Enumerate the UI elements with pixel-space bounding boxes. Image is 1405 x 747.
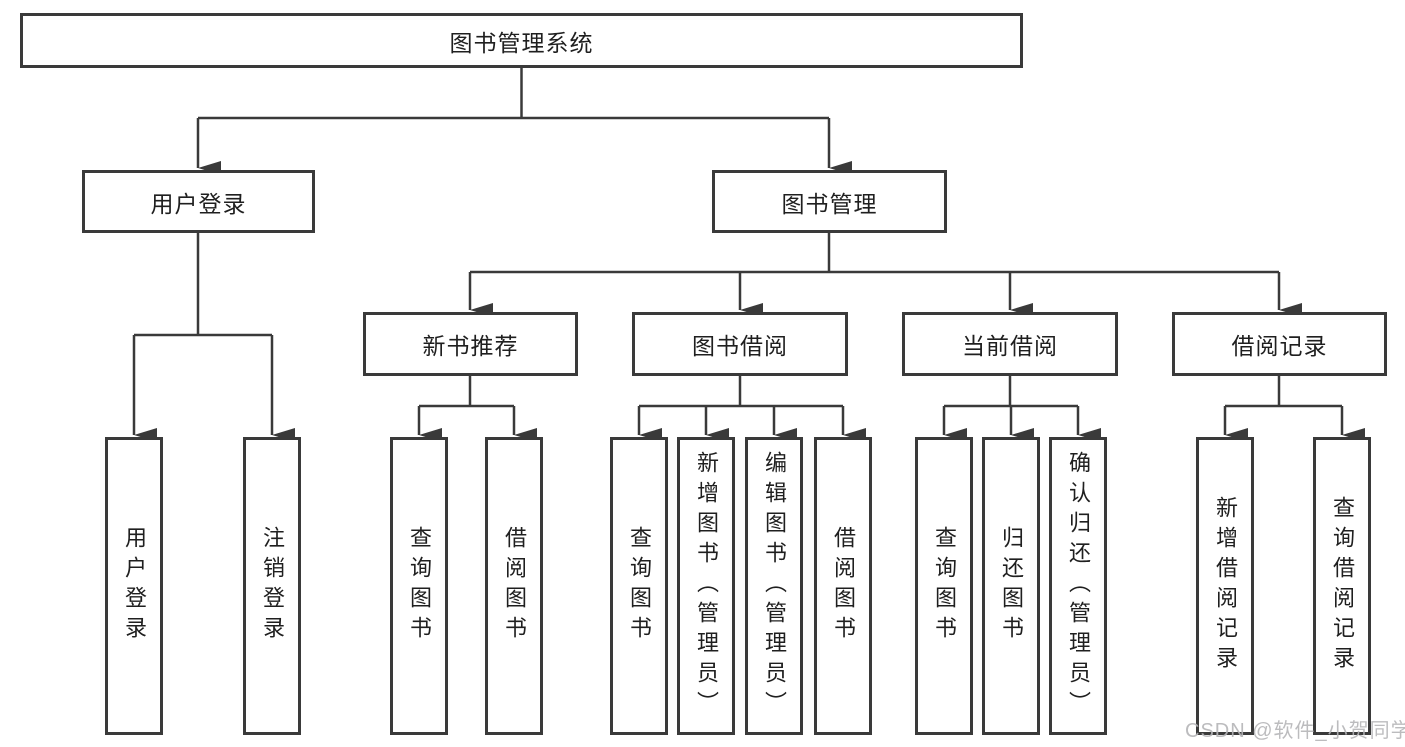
node-label: 当前借阅	[962, 333, 1058, 359]
leaf-label: 注销登录	[260, 526, 285, 646]
leaf-label: 查询借阅记录	[1330, 496, 1355, 676]
leaf-label: 借阅图书	[502, 526, 527, 646]
leaf-label: 查询图书	[932, 526, 957, 646]
leaf-edit-books-admin: 编辑图书（管理员）	[745, 437, 803, 735]
leaf-logout: 注销登录	[243, 437, 301, 735]
leaf-borrow-books: 借阅图书	[814, 437, 872, 735]
leaf-user-login: 用户登录	[105, 437, 163, 735]
node-label: 图书管理系统	[449, 29, 594, 56]
leaf-query-borrow-record: 查询借阅记录	[1313, 437, 1371, 735]
leaf-add-books-admin: 新增图书（管理员）	[677, 437, 735, 735]
leaf-query-books: 查询图书	[390, 437, 448, 735]
leaf-label: 查询图书	[627, 526, 652, 646]
node-label: 借阅记录	[1231, 333, 1328, 359]
node-book-borrow: 图书借阅	[632, 312, 848, 376]
csdn-watermark: CSDN @软件_小贺同学	[1185, 720, 1405, 742]
node-label: 用户登录	[150, 190, 247, 217]
leaf-label: 确认归还（管理员）	[1066, 451, 1091, 721]
node-label: 图书管理	[781, 190, 878, 217]
node-current-borrow: 当前借阅	[902, 312, 1118, 376]
node-label: 新书推荐	[422, 333, 519, 359]
leaf-borrow-books: 借阅图书	[485, 437, 543, 735]
leaf-label: 新增借阅记录	[1213, 496, 1238, 676]
leaf-add-borrow-record: 新增借阅记录	[1196, 437, 1254, 735]
node-book-management: 图书管理	[712, 170, 947, 233]
leaf-label: 归还图书	[999, 526, 1024, 646]
leaf-confirm-return-admin: 确认归还（管理员）	[1049, 437, 1107, 735]
node-new-book-recommend: 新书推荐	[363, 312, 578, 376]
leaf-label: 新增图书（管理员）	[694, 451, 719, 721]
leaf-label: 借阅图书	[831, 526, 856, 646]
leaf-query-books: 查询图书	[610, 437, 668, 735]
node-borrow-records: 借阅记录	[1172, 312, 1387, 376]
leaf-query-books: 查询图书	[915, 437, 973, 735]
leaf-label: 编辑图书（管理员）	[762, 451, 787, 721]
leaf-return-books: 归还图书	[982, 437, 1040, 735]
leaf-label: 查询图书	[407, 526, 432, 646]
node-label: 图书借阅	[692, 333, 788, 359]
leaf-label: 用户登录	[122, 526, 147, 646]
node-user-login: 用户登录	[82, 170, 315, 233]
node-library-management-system: 图书管理系统	[20, 13, 1023, 68]
connector-group	[132, 68, 1365, 442]
